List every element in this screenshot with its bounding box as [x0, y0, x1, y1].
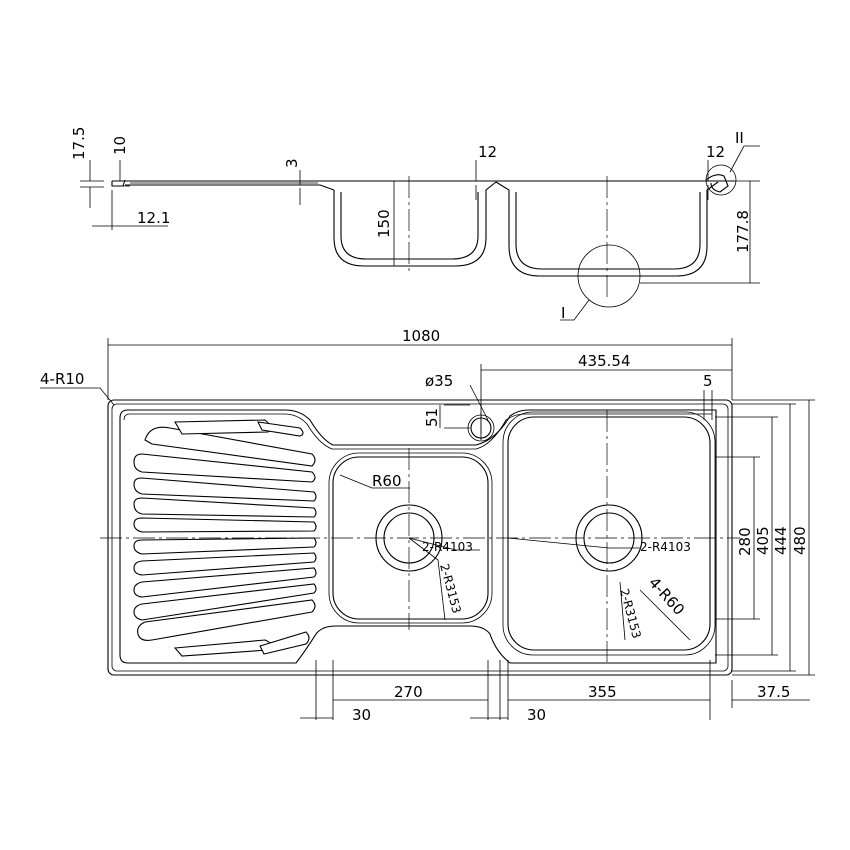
- dim-5: 5: [703, 372, 713, 390]
- dim-12-1: 12.1: [137, 209, 170, 227]
- detail-label-2: II: [735, 129, 744, 147]
- dim-12-right: 12: [706, 143, 725, 161]
- dim-177-8: 177.8: [734, 210, 752, 253]
- dim-270: 270: [394, 683, 423, 701]
- dim-4-r10: 4-R10: [40, 370, 84, 388]
- dim-444: 444: [772, 526, 790, 555]
- drainer-ribs: [133, 419, 317, 657]
- dim-150: 150: [375, 209, 393, 238]
- section-view: 17.5 10 3 12 12 12.1 150 177.8 I II: [70, 127, 760, 322]
- dim-405: 405: [754, 526, 772, 555]
- dim-12-left: 12: [478, 143, 497, 161]
- dim-280: 280: [736, 527, 754, 556]
- dim-480: 480: [791, 526, 809, 555]
- dim-3: 3: [283, 158, 301, 168]
- dim-30-left: 30: [352, 706, 371, 724]
- dim-tap-diameter: ø35: [425, 372, 453, 390]
- dim-drain-radius-1: 2-R4103: [422, 540, 473, 554]
- dim-r60: R60: [372, 472, 402, 490]
- plan-view: [40, 338, 815, 720]
- detail-label-1: I: [561, 304, 565, 322]
- dim-17-5: 17.5: [70, 127, 88, 160]
- dim-37-5: 37.5: [757, 683, 790, 701]
- dim-drain-radius-4: 2-R3153: [617, 587, 644, 640]
- dim-1080: 1080: [402, 327, 440, 345]
- dim-4-r60: 4-R60: [645, 574, 688, 619]
- detail-circle-1: [577, 244, 641, 308]
- dim-30-right: 30: [527, 706, 546, 724]
- dim-355: 355: [588, 683, 617, 701]
- dim-51: 51: [423, 408, 441, 427]
- dim-drain-radius-3: 2-R4103: [640, 540, 691, 554]
- dim-10: 10: [111, 136, 129, 155]
- dim-435-54: 435.54: [578, 352, 631, 370]
- detail-circle-2: [705, 164, 737, 196]
